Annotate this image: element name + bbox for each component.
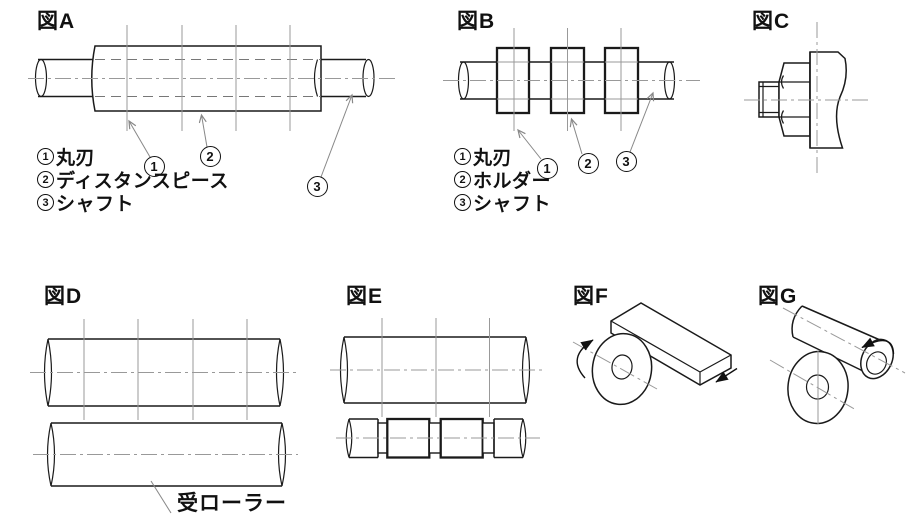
figure-a-drawing [28, 25, 397, 178]
receiving-roller-label: 受ローラー [177, 492, 287, 515]
leader-3 [629, 93, 653, 153]
figure-b-callout-3: 3 [615, 150, 637, 172]
blade-lines [126, 25, 291, 131]
bottom-roller [51, 422, 282, 487]
legend-num-circle: 2 [454, 171, 471, 188]
legend-item: 1 丸刃 [454, 145, 551, 169]
blade-centerline [572, 341, 658, 390]
legend-num-circle: 3 [37, 194, 54, 211]
figure-a-legend: 1 丸刃 2 ディスタンスピース 3 シャフト [37, 145, 229, 215]
rotation-arrow [576, 339, 594, 379]
blade-diagonal-centerline [769, 359, 858, 411]
cylinder-bore-hole [865, 351, 888, 375]
rotation-arrow [861, 337, 895, 355]
leader-3 [320, 95, 352, 178]
legend-label: シャフト [56, 194, 135, 215]
figure-e-title: 図E [346, 285, 384, 308]
feed-direction-arrow [715, 367, 738, 383]
blade-lines [83, 319, 248, 420]
blade-lines [513, 28, 622, 131]
figure-d-title: 図D [44, 285, 83, 308]
label-leader [150, 480, 172, 514]
thread-lines [759, 82, 779, 117]
legend-num-circle: 1 [37, 148, 54, 165]
legend-item: 3 シャフト [37, 191, 229, 215]
leader-2 [572, 119, 583, 155]
figure-f-drawing [572, 302, 738, 406]
hex-facet-lines [779, 81, 810, 118]
top-roller [48, 338, 280, 407]
hidden-shaft-lines [95, 58, 321, 98]
legend-label: 丸刃 [473, 148, 513, 169]
legend-num-circle: 2 [37, 171, 54, 188]
figure-a-callout-2: 2 [199, 145, 221, 167]
flat-bar [610, 302, 732, 386]
figure-d-drawing [30, 319, 298, 514]
legend-num-circle: 1 [454, 148, 471, 165]
top-roller [344, 336, 526, 404]
shaft-exit-arc [313, 59, 319, 97]
figure-c-drawing [744, 22, 871, 177]
flat-bar-edges [610, 320, 732, 385]
figure-b-title: 図B [457, 10, 496, 33]
figure-f-title: 図F [573, 285, 609, 308]
figure-c-title: 図C [752, 10, 791, 33]
figure-b-callout-1: 1 [536, 157, 558, 179]
blade-stack-cylinder [91, 45, 322, 112]
legend-num-circle: 3 [454, 194, 471, 211]
cylinder-axis-centerline [782, 307, 906, 374]
shaft-left-segment [38, 58, 93, 98]
legend-label: ディスタンスピース [56, 171, 229, 192]
legend-label: シャフト [473, 194, 552, 215]
figure-b-drawing [443, 28, 700, 160]
blade-bore-hole [611, 354, 633, 380]
blade-lines [381, 318, 490, 417]
leader-2 [202, 115, 208, 148]
hex-chamfer-arcs [780, 75, 785, 124]
figure-e-drawing [330, 318, 543, 459]
figure-a-callout-1: 1 [143, 155, 165, 177]
figure-g-title: 図G [758, 285, 798, 308]
legend-label: 丸刃 [56, 148, 96, 169]
figure-b-legend: 1 丸刃 2 ホルダー 3 シャフト [454, 145, 552, 215]
leader-1 [129, 121, 151, 158]
legend-label: ホルダー [473, 171, 552, 192]
right-shaft-break [519, 418, 527, 458]
legend-item: 1 丸刃 [37, 145, 229, 169]
legend-item: 3 シャフト [454, 191, 552, 215]
leader-1 [518, 130, 542, 160]
cylinder-body-fill [792, 306, 880, 373]
shaft-right-segment [321, 58, 366, 98]
figure-a-callout-3: 3 [306, 175, 328, 197]
figure-a-title: 図A [37, 10, 76, 33]
figure-b-callout-2: 2 [577, 152, 599, 174]
figure-g-drawing [769, 305, 906, 425]
legend-item: 2 ホルダー [454, 168, 552, 192]
legend-item: 2 ディスタンスピース [37, 168, 229, 192]
